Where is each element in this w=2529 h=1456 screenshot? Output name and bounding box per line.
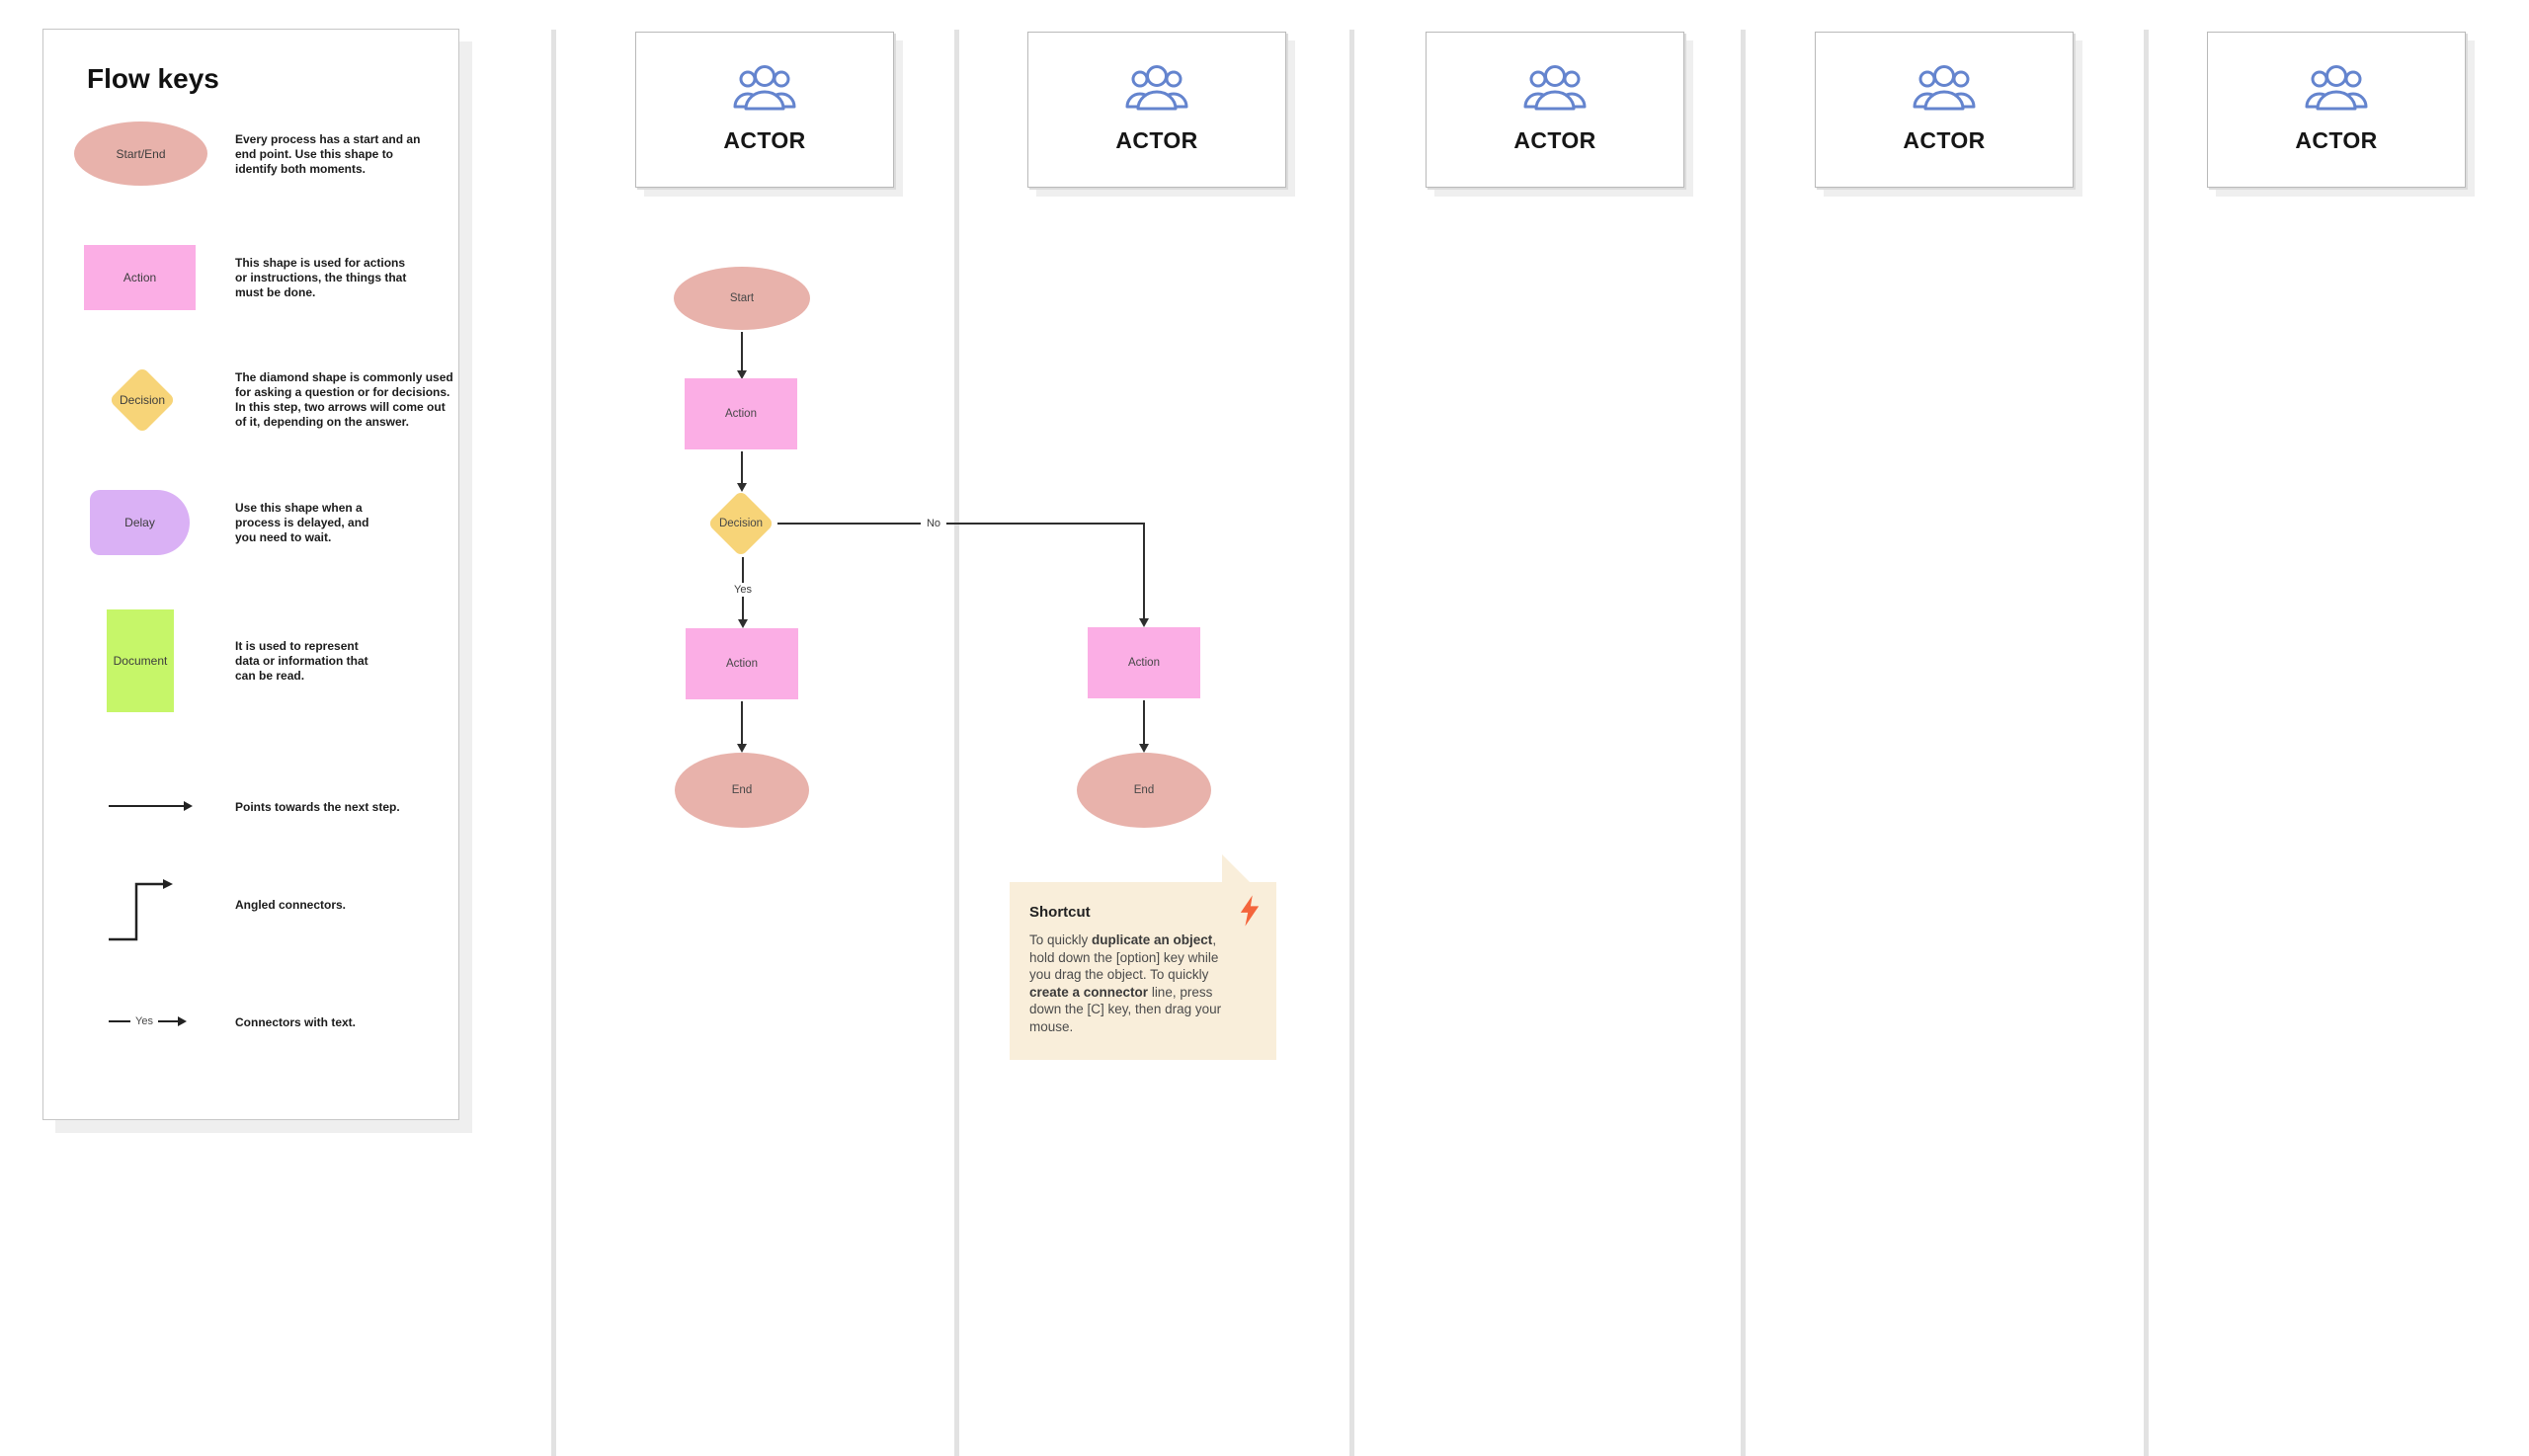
arrowhead-icon — [163, 879, 173, 889]
shape-label: Delay — [124, 516, 155, 529]
node-label: Action — [725, 408, 757, 420]
node-label: End — [731, 784, 753, 796]
legend-angled-connector-sample[interactable] — [109, 877, 178, 942]
shape-label: Start/End — [116, 146, 166, 161]
panel-title: Flow keys — [87, 63, 219, 94]
lane-header-label: ACTOR — [2295, 127, 2378, 153]
legend-delay-shape[interactable]: Delay — [90, 490, 190, 555]
legend-labeled-connector-sample[interactable]: Yes — [109, 1015, 187, 1027]
flow-node-start[interactable]: Start — [674, 267, 810, 330]
flow-node-decision[interactable]: Decision — [707, 490, 775, 557]
group-icon — [1523, 65, 1587, 111]
arrow-line — [109, 805, 184, 807]
actor-card-5[interactable]: ACTOR — [2207, 32, 2466, 188]
legend-document-shape[interactable]: Document — [107, 609, 174, 712]
lane-header-label: ACTOR — [1115, 127, 1198, 153]
connector-text: Yes — [135, 1015, 153, 1027]
legend-decision-shape[interactable]: Decision — [109, 366, 176, 434]
shortcut-note[interactable]: Shortcut To quickly duplicate an object,… — [1010, 854, 1276, 1060]
group-icon — [1913, 65, 1976, 111]
node-label: Decision — [718, 518, 764, 529]
lane-divider — [551, 30, 556, 1456]
actor-card-2[interactable]: ACTOR — [1027, 32, 1286, 188]
lane-header-label: ACTOR — [1903, 127, 1986, 153]
lane-header-label: ACTOR — [723, 127, 806, 153]
connector-label-yes[interactable]: Yes — [728, 583, 758, 597]
node-label: Action — [726, 658, 758, 670]
flow-node-end-no[interactable]: End — [1077, 753, 1211, 828]
actor-card-1[interactable]: ACTOR — [635, 32, 894, 188]
legend-start-end-shape[interactable]: Start/End — [74, 121, 207, 186]
legend-description: It is used to represent data or informat… — [235, 639, 368, 683]
connector-line — [109, 1020, 130, 1022]
arrowhead-icon — [738, 619, 748, 628]
shape-label: Action — [122, 271, 157, 284]
connector-label-no[interactable]: No — [920, 517, 947, 530]
node-label: End — [1133, 784, 1155, 796]
flow-node-action-1[interactable]: Action — [685, 378, 797, 449]
arrowhead-icon — [737, 744, 747, 753]
flow-node-end-yes[interactable]: End — [675, 753, 809, 828]
note-body: To quickly duplicate an object, hold dow… — [1029, 932, 1222, 1034]
node-label: Start — [729, 292, 755, 304]
lane-divider — [954, 30, 959, 1456]
lane-divider — [1741, 30, 1746, 1456]
legend-description: This shape is used for actions or instru… — [235, 256, 407, 299]
lane-divider — [1349, 30, 1354, 1456]
legend-description: Connectors with text. — [235, 1015, 357, 1029]
connector-line — [157, 1020, 178, 1022]
arrowhead-icon — [737, 483, 747, 492]
legend-description: Every process has a start and an end poi… — [235, 132, 421, 176]
legend-arrow-sample[interactable] — [109, 801, 193, 811]
arrowhead-icon — [177, 1016, 187, 1026]
arrowhead-icon — [1139, 744, 1149, 753]
shape-label: Decision — [119, 393, 166, 407]
note-title: Shortcut — [1029, 904, 1091, 921]
arrowhead-icon — [184, 801, 193, 811]
legend-description: The diamond shape is commonly used for a… — [235, 370, 453, 429]
group-icon — [1125, 65, 1188, 111]
arrowhead-icon — [737, 370, 747, 379]
lane-divider — [2144, 30, 2149, 1456]
node-label: Action — [1128, 657, 1160, 669]
flow-node-action-yes[interactable]: Action — [686, 628, 798, 699]
flow-keys-panel[interactable]: Flow keys Start/End Every process has a … — [42, 29, 459, 1120]
group-icon — [2305, 65, 2368, 111]
group-icon — [733, 65, 796, 111]
legend-description: Points towards the next step. — [235, 800, 400, 814]
flow-node-action-no[interactable]: Action — [1088, 627, 1200, 698]
legend-description: Angled connectors. — [235, 898, 347, 912]
actor-card-4[interactable]: ACTOR — [1815, 32, 2074, 188]
lane-header-label: ACTOR — [1513, 127, 1596, 153]
legend-description: Use this shape when a process is delayed… — [235, 501, 369, 544]
shape-label: Document — [113, 654, 168, 668]
actor-card-3[interactable]: ACTOR — [1426, 32, 1684, 188]
legend-action-shape[interactable]: Action — [84, 245, 196, 310]
lightning-bolt-icon — [1240, 895, 1260, 927]
arrowhead-icon — [1139, 618, 1149, 627]
